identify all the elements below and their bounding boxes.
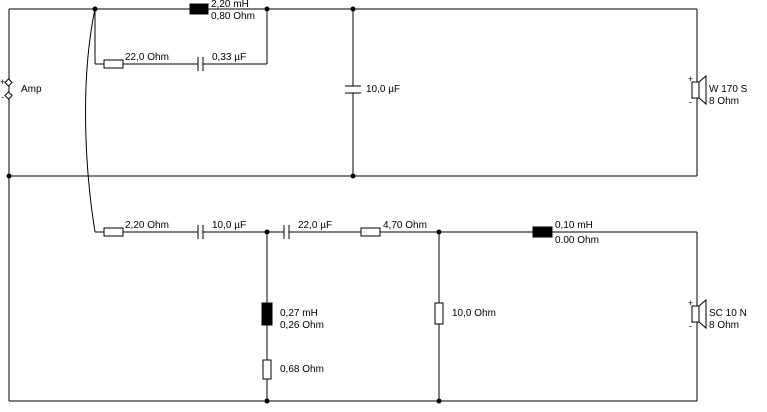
woofer-shunt-inductor bbox=[261, 302, 273, 326]
junction-dot bbox=[264, 6, 270, 12]
tweeter-speaker-name: W 170 S bbox=[709, 84, 748, 95]
wiring bbox=[8, 8, 698, 402]
woofer-series-capacitor-2-label: 22,0 µF bbox=[298, 220, 332, 231]
woofer-speaker-name: SC 10 N bbox=[709, 308, 747, 319]
woofer-shunt-resistor-small bbox=[262, 359, 272, 380]
junction-dot bbox=[92, 6, 98, 12]
woofer-series-capacitor-2 bbox=[283, 225, 290, 239]
woofer-series-inductor-value: 0,10 mH bbox=[555, 220, 593, 231]
woofer-shunt-resistor-small-label: 0,68 Ohm bbox=[280, 364, 324, 375]
junction-dot bbox=[264, 398, 270, 404]
tweeter-branch: 2,20 mH 0,80 Ohm 22,0 Ohm 0,33 µF 10,0 µ… bbox=[103, 0, 748, 107]
woofer-shunt-resistor bbox=[434, 302, 444, 325]
speaker-icon bbox=[691, 298, 707, 330]
junction-dot bbox=[264, 229, 270, 235]
woofer-series-capacitor-1-label: 10,0 µF bbox=[212, 220, 246, 231]
junction-dot bbox=[350, 6, 356, 12]
parallel-capacitor-label: 10,0 µF bbox=[366, 84, 400, 95]
woofer-minus-sign: - bbox=[689, 321, 692, 331]
shunt-capacitor bbox=[197, 57, 204, 71]
woofer-shunt-resistor-label: 10,0 Ohm bbox=[452, 308, 496, 319]
junction-dot bbox=[436, 398, 442, 404]
tweeter-speaker-impedance: 8 Ohm bbox=[709, 96, 739, 107]
woofer-series-resistor-label: 2,20 Ohm bbox=[125, 220, 169, 231]
shunt-resistor-label: 22,0 Ohm bbox=[125, 52, 169, 63]
series-inductor bbox=[189, 3, 209, 15]
parallel-capacitor bbox=[345, 85, 361, 94]
amp-source: + - Amp bbox=[0, 77, 42, 102]
woofer-series-resistor-2 bbox=[360, 227, 381, 237]
series-inductor-value: 2,20 mH bbox=[211, 0, 249, 10]
shunt-resistor bbox=[103, 59, 124, 69]
woofer-series-resistor-2-label: 4,70 Ohm bbox=[383, 220, 427, 231]
amp-plus-sign: + bbox=[0, 77, 5, 87]
woofer-shunt-inductor-resistance: 0,26 Ohm bbox=[280, 320, 324, 331]
shunt-capacitor-label: 0,33 µF bbox=[212, 52, 246, 63]
woofer-speaker-impedance: 8 Ohm bbox=[709, 320, 739, 331]
tweeter-plus-sign: + bbox=[688, 74, 693, 84]
woofer-branch: 2,20 Ohm 10,0 µF 22,0 µF 4,70 Ohm 0,10 m… bbox=[103, 220, 747, 380]
junction-dots bbox=[6, 6, 442, 404]
amp-minus-terminal bbox=[4, 91, 13, 100]
woofer-series-inductor-resistance: 0.00 Ohm bbox=[555, 235, 599, 246]
junction-dot bbox=[6, 173, 12, 179]
amp-plus-terminal bbox=[4, 78, 13, 87]
junction-dot bbox=[436, 229, 442, 235]
speaker-icon bbox=[691, 74, 707, 106]
woofer-series-inductor bbox=[532, 226, 553, 238]
tweeter-minus-sign: - bbox=[689, 97, 692, 107]
amp-label: Amp bbox=[21, 84, 42, 95]
woofer-series-capacitor-1 bbox=[197, 225, 204, 239]
amp-minus-sign: - bbox=[1, 92, 4, 102]
series-inductor-resistance: 0,80 Ohm bbox=[211, 11, 255, 22]
woofer-shunt-inductor-value: 0,27 mH bbox=[280, 308, 318, 319]
junction-dot bbox=[350, 173, 356, 179]
woofer-plus-sign: + bbox=[688, 298, 693, 308]
woofer-series-resistor bbox=[103, 227, 124, 237]
